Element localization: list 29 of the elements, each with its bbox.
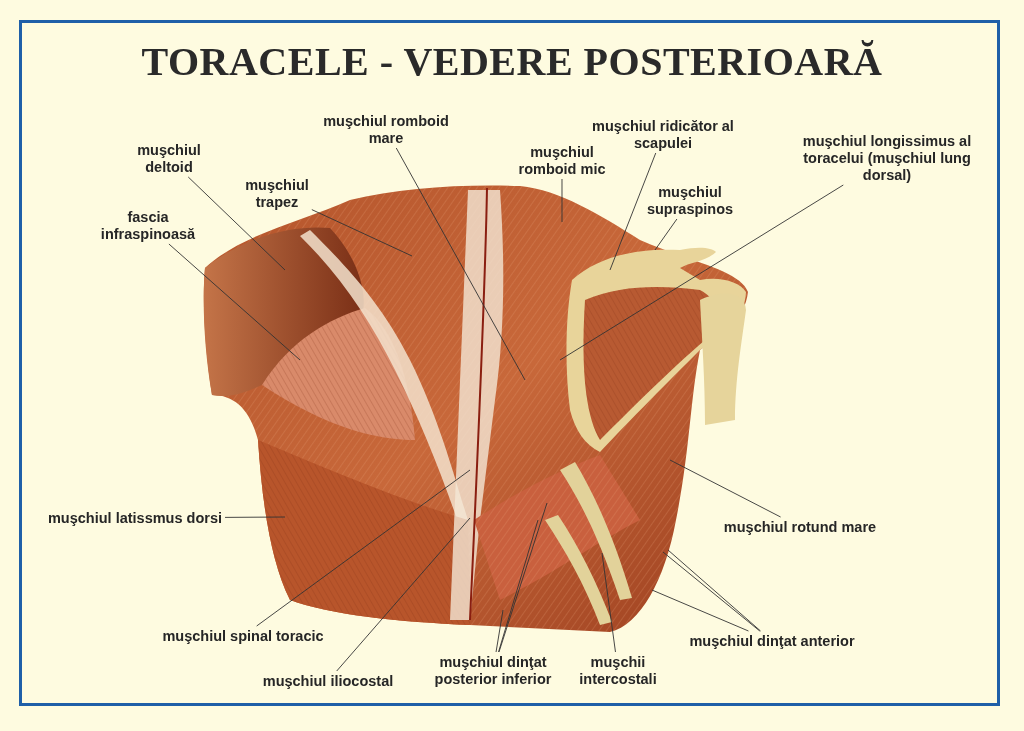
leader-line xyxy=(654,218,678,251)
leader-line xyxy=(168,243,301,361)
leader-line xyxy=(561,178,563,223)
muscle-label: muşchiul spinal toracic xyxy=(143,628,343,645)
leader-line xyxy=(601,552,616,653)
muscle-label: muşchiul deltoid xyxy=(114,142,224,176)
muscle-label: muşchiul romboid mic xyxy=(502,144,622,178)
leader-line xyxy=(395,147,526,381)
leader-line xyxy=(609,152,657,271)
title: TORACELE - VEDERE POSTERIOARĂ xyxy=(140,38,884,85)
leader-line xyxy=(498,502,548,653)
muscle-label: muşchiul romboid mare xyxy=(316,113,456,147)
leader-line xyxy=(559,184,844,361)
leader-line xyxy=(336,517,471,672)
muscle-label: muşchiul iliocostal xyxy=(243,673,413,690)
leader-line xyxy=(669,459,782,518)
muscle-label: muşchiul supraspinos xyxy=(630,184,750,218)
leader-line xyxy=(651,589,749,632)
leader-line xyxy=(187,176,286,271)
muscle-label: muşchiul longissimus al toracelui (muşchiul lung dorsal) xyxy=(782,133,992,184)
muscle-label: muşchiul latissmus dorsi xyxy=(27,510,243,527)
leader-line xyxy=(224,516,286,518)
muscle-label: muşchiul rotund mare xyxy=(705,519,895,536)
leader-line xyxy=(495,609,504,653)
leader-line xyxy=(498,519,539,653)
muscle-label: fascia infraspinoasă xyxy=(83,209,213,243)
leader-line xyxy=(256,469,471,627)
muscle-label: muşchiul dinţat anterior xyxy=(672,633,872,650)
muscle-label: muşchiul trapez xyxy=(232,177,322,211)
